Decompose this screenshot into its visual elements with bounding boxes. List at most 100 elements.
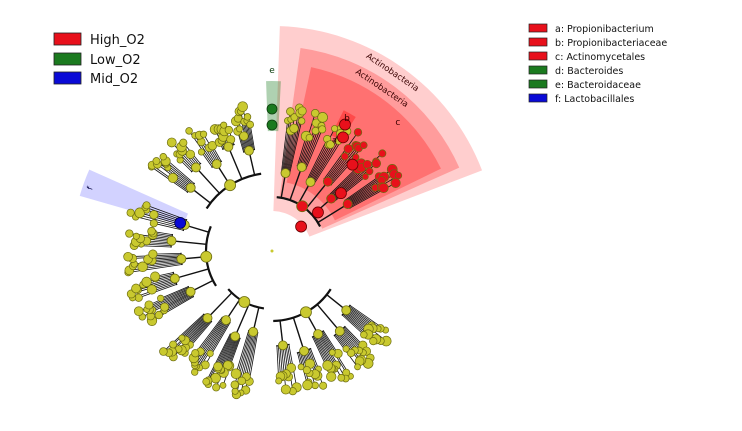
lactobacillales-highlight: [79, 169, 188, 226]
leaf-node: [342, 345, 350, 353]
leaf-branch: [248, 332, 259, 382]
class-branch: [316, 304, 341, 332]
leaf-node: [394, 171, 403, 180]
class-node: [169, 273, 180, 284]
leaf-branch: [138, 284, 177, 299]
phylum-node: [238, 296, 251, 308]
leaf-branch: [283, 130, 292, 173]
leaf-branch: [341, 314, 365, 336]
leaf-node: [126, 208, 135, 217]
taxa-swatch-e: [528, 79, 548, 89]
class-branch: [317, 203, 348, 224]
leaf-branch: [200, 318, 225, 352]
leaf-node: [297, 106, 307, 116]
leaf-node: [132, 232, 140, 240]
leaf-node: [150, 271, 161, 282]
leaf-node: [343, 144, 353, 154]
leaf-node: [123, 251, 133, 262]
class-legend: High_O2 Low_O2 Mid_O2: [53, 32, 145, 87]
class-node: [202, 313, 213, 323]
leaf-node: [159, 347, 168, 356]
internal-nodes: [166, 103, 359, 356]
leaf-branch: [289, 120, 303, 175]
bacteroidaceae-label: e: [269, 66, 275, 76]
leaf-branch: [319, 333, 347, 379]
legend-swatch-high: [53, 32, 82, 46]
leaf-node: [326, 371, 337, 382]
leaf-node: [199, 130, 208, 138]
leaf-branch: [328, 168, 359, 197]
leaf-node: [326, 140, 335, 149]
leaf-branch: [310, 128, 342, 183]
leaf-branch: [153, 222, 184, 231]
leaf-branch: [301, 130, 316, 168]
actinobacteria-chain-node: [335, 187, 347, 200]
leaf-node: [286, 363, 297, 373]
leaf-branch: [318, 333, 337, 366]
class-branch: [207, 292, 233, 319]
leaf-node: [154, 310, 164, 320]
leaf-branch: [217, 335, 233, 367]
leaf-node: [230, 368, 242, 379]
leaf-node: [310, 109, 320, 118]
leaf-branch: [279, 345, 283, 377]
leaf-node: [157, 294, 165, 302]
leaf-node: [167, 172, 178, 184]
leaf-branch: [325, 156, 346, 181]
leaf-node: [236, 125, 244, 133]
leaf-branch: [241, 331, 254, 381]
leaf-branch: [181, 315, 206, 339]
leaf-node: [159, 153, 167, 161]
taxa-swatch-d: [528, 65, 548, 75]
leaf-node: [197, 148, 205, 156]
class-node: [191, 162, 201, 173]
class-node: [223, 141, 234, 152]
leaf-branch: [308, 144, 329, 182]
leaf-node: [378, 182, 389, 193]
leaf-node: [137, 261, 148, 273]
root-node: [270, 249, 274, 253]
leaf-branch: [189, 320, 212, 346]
class-branch: [234, 303, 250, 337]
leaf-node: [305, 133, 314, 142]
leaf-node: [322, 360, 333, 371]
leaf-node: [179, 138, 188, 147]
phylum-node: [200, 250, 213, 263]
leaf-branch: [281, 345, 287, 390]
taxa-swatch-c: [528, 51, 548, 61]
leaf-node: [202, 377, 211, 386]
class-node: [280, 168, 291, 179]
leaf-node: [230, 380, 240, 389]
leaf-branch: [167, 167, 192, 187]
leaf-node: [147, 227, 156, 236]
leaf-node: [237, 101, 248, 112]
class-node: [185, 182, 196, 193]
taxa-label-f: f: Lactobacillales: [555, 94, 634, 105]
leaf-node: [125, 229, 134, 238]
leaf-node: [149, 219, 158, 228]
leaf-branch: [195, 320, 227, 367]
leaf-branch: [347, 307, 372, 327]
bacteroides-node: [266, 119, 278, 131]
leaf-branch: [313, 336, 328, 366]
taxa-label-c: c: Actinomycetales: [555, 52, 645, 63]
leaf-branch: [194, 319, 226, 366]
leaf-branch: [242, 106, 252, 151]
class-node: [334, 326, 345, 337]
leaf-node: [169, 340, 178, 349]
leaf-node: [365, 167, 374, 176]
leaf-branch: [142, 261, 182, 268]
class-node: [248, 326, 259, 337]
leaf-branch: [205, 333, 231, 382]
actinobacteria-chain-node: [337, 131, 349, 144]
class-node: [244, 145, 254, 156]
leaf-branch: [146, 289, 190, 310]
leaf-branch: [310, 348, 319, 370]
actinobacteria-chain-node: [339, 118, 351, 131]
class-node: [176, 254, 187, 264]
taxa-legend: a: Propionibacterium b: Propionibacteria…: [528, 23, 667, 105]
leaf-node: [297, 117, 306, 125]
phylum-node: [300, 306, 312, 319]
leaf-node: [237, 376, 246, 386]
leaf-node: [246, 120, 255, 129]
